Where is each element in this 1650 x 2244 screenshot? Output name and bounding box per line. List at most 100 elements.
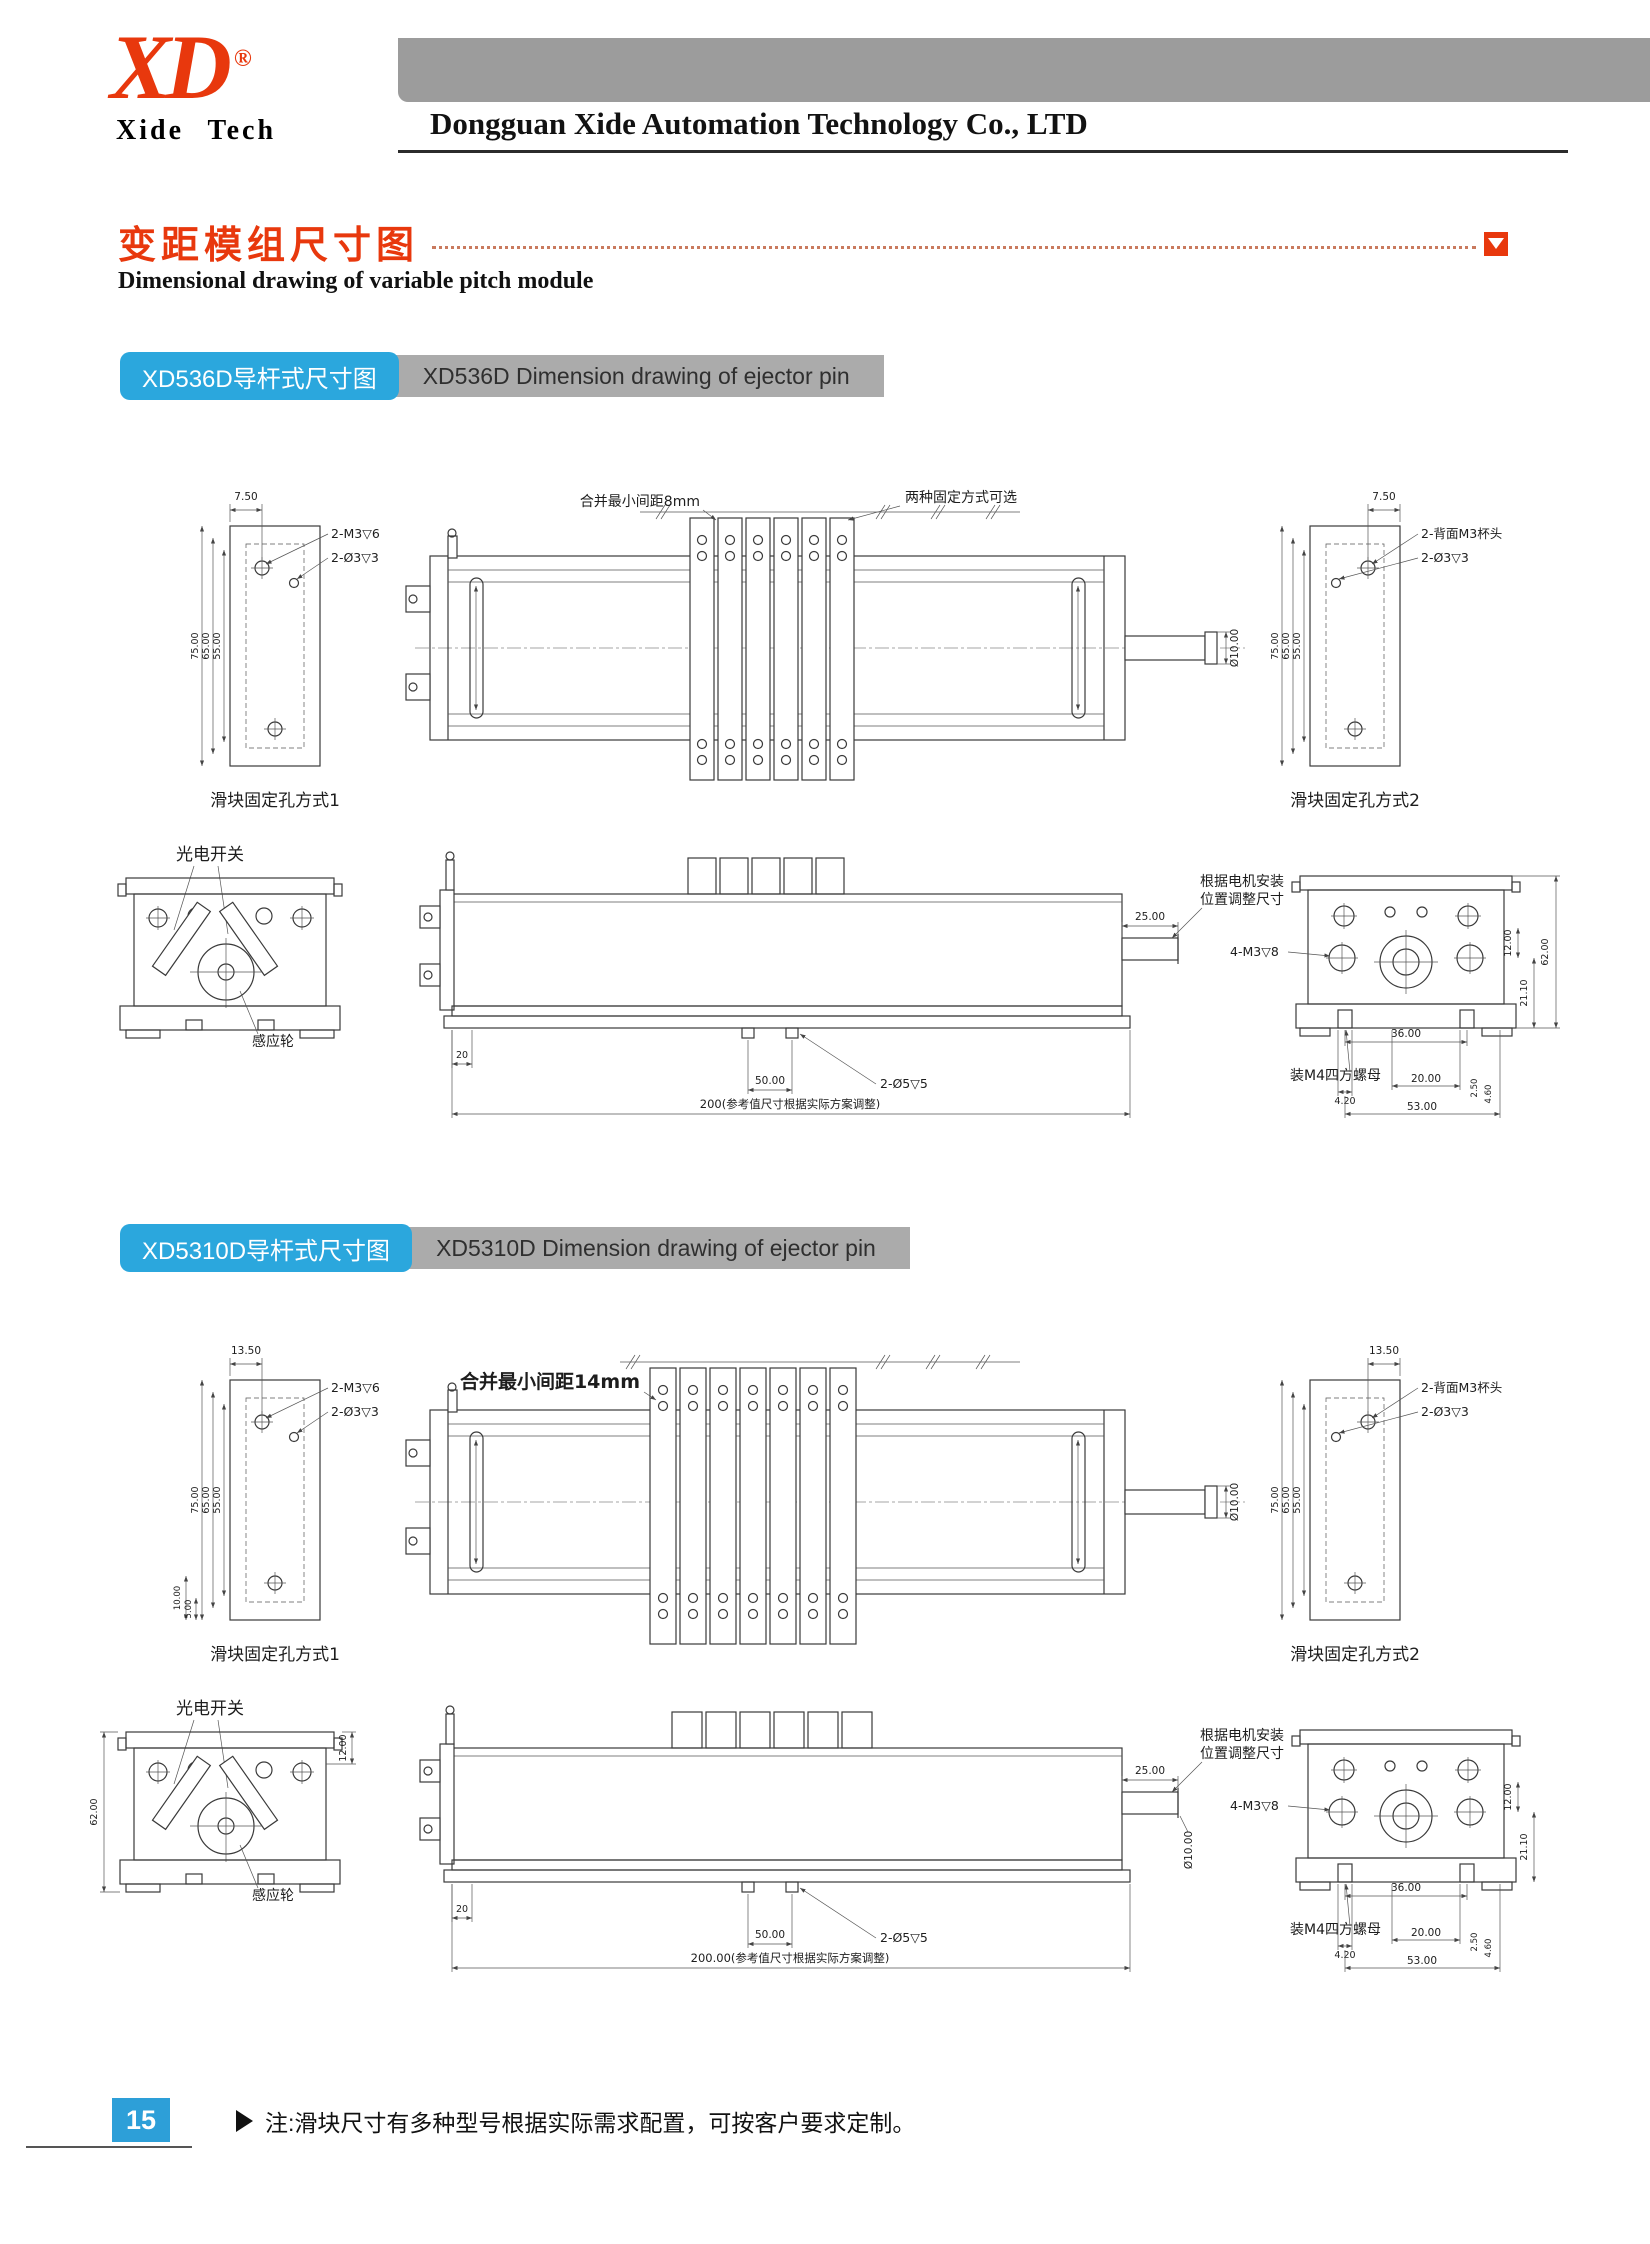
footer-rule	[26, 2146, 192, 2148]
dim-label: 25.00	[1135, 1765, 1165, 1777]
dim-label: 12.00	[1503, 1783, 1514, 1810]
view-caption: 滑块固定孔方式2	[1290, 1645, 1420, 1665]
s2-module-top-view: 合并最小间距14mm Ø10.00	[405, 1354, 1245, 1645]
technical-drawing-xd5310d: 13.50 2-M3▽6 2-Ø3▽3 75.00 65.00 55.00 10…	[89, 1345, 1537, 1972]
callout-label: 4-M3▽8	[1230, 1798, 1279, 1813]
section2-heading: XD5310D Dimension drawing of ejector pin	[406, 1227, 910, 1269]
dim-label: 75.00	[190, 632, 201, 659]
dim-label: 21.10	[1519, 979, 1530, 1006]
s2-side-view: 25.00 Ø10.00 根据电机安装 位置调整尺寸 20 50.00 2-Ø5…	[419, 1705, 1284, 1972]
dim-label: Ø10.00	[1229, 1483, 1241, 1521]
dim-label: 75.00	[190, 1486, 201, 1513]
s2-front-view: 光电开关 感应轮 62.00 12.00	[89, 1699, 356, 1904]
section2-header: XD5310D导杆式尺寸图 XD5310D Dimension drawing …	[120, 1224, 910, 1272]
page-title-cn: 变距模组尺寸图	[118, 225, 420, 267]
footer-note-text: 注:滑块尺寸有多种型号根据实际需求配置，可按客户要求定制。	[265, 2110, 916, 2136]
dim-label: 20.00	[1411, 1927, 1441, 1939]
dim-label: 7.50	[1372, 491, 1395, 503]
footer-note: 注:滑块尺寸有多种型号根据实际需求配置，可按客户要求定制。	[236, 2104, 915, 2138]
dim-label: 36.00	[1391, 1028, 1421, 1040]
photo-switch-label: 光电开关	[176, 1699, 244, 1719]
callout-label: 2-Ø3▽3	[1421, 1404, 1469, 1419]
dim-label: 5.00	[184, 1600, 194, 1619]
dim-label: 12.00	[1503, 929, 1514, 956]
logo-main: XD	[110, 16, 232, 118]
company-name: Dongguan Xide Automation Technology Co.,…	[430, 106, 1088, 141]
dim-label: 10.00	[173, 1586, 183, 1610]
s1-slider-plate-view-1: 7.50 2-M3▽6 2-Ø3▽3 75.00 65.00 55.00 滑块固…	[190, 491, 380, 811]
dim-label: 200(参考值尺寸根据实际方案调整)	[700, 1097, 880, 1111]
dim-label: 25.00	[1135, 911, 1165, 923]
dim-label: 2.50	[1470, 1933, 1480, 1952]
section1-badge: XD536D导杆式尺寸图	[120, 352, 399, 400]
callout-label: 2-Ø3▽3	[331, 1404, 379, 1419]
s1-rear-view: 4-M3▽8 36.00 62.00 21.10 12.00 装M4四方螺母 4…	[1230, 875, 1560, 1118]
registered-mark-icon: ®	[233, 46, 252, 73]
dim-label: 55.00	[212, 632, 223, 659]
motor-note-line2: 位置调整尺寸	[1200, 892, 1284, 908]
header-rule	[398, 150, 1568, 153]
dim-label: 65.00	[1281, 1486, 1292, 1513]
fixing-note-label: 两种固定方式可选	[905, 490, 1017, 506]
dim-label: 12.00	[338, 1734, 349, 1761]
section1-header: XD536D导杆式尺寸图 XD536D Dimension drawing of…	[120, 352, 884, 400]
dim-label: 50.00	[755, 1075, 785, 1087]
dim-label: 53.00	[1407, 1955, 1437, 1967]
nut-note-label: 装M4四方螺母	[1290, 1068, 1381, 1084]
dim-label: 65.00	[1281, 632, 1292, 659]
s1-front-view: 光电开关 感应轮	[117, 845, 343, 1050]
dim-label: 55.00	[212, 1486, 223, 1513]
dim-label: 55.00	[1292, 1486, 1303, 1513]
callout-label: 2-背面M3杯头	[1421, 526, 1502, 541]
company-logo: XD® Xide Tech	[110, 21, 380, 147]
dim-label: 2.50	[1470, 1079, 1480, 1098]
view-caption: 滑块固定孔方式1	[210, 791, 340, 811]
s1-side-view: 25.00 根据电机安装 位置调整尺寸 20 50.00 2-Ø5▽5 200(…	[419, 851, 1284, 1118]
dim-label: 4.60	[1484, 1085, 1494, 1104]
view-caption: 滑块固定孔方式1	[210, 1645, 340, 1665]
dim-label: 4.60	[1484, 1939, 1494, 1958]
s1-slider-plate-view-2: 7.50 2-背面M3杯头 2-Ø3▽3 75.00 65.00 55.00 滑…	[1270, 491, 1502, 811]
dim-label: 75.00	[1270, 1486, 1281, 1513]
dim-label: 50.00	[755, 1929, 785, 1941]
dim-label: 20.00	[1411, 1073, 1441, 1085]
logo-xd-text: XD®	[110, 21, 380, 113]
dim-label: 55.00	[1292, 632, 1303, 659]
s2-slider-plate-view-1: 13.50 2-M3▽6 2-Ø3▽3 75.00 65.00 55.00 10…	[173, 1345, 380, 1665]
callout-label: 2-Ø5▽5	[880, 1930, 928, 1945]
motor-note-line2: 位置调整尺寸	[1200, 1746, 1284, 1762]
merge-note-label: 合并最小间距8mm	[580, 494, 700, 510]
callout-label: 4-M3▽8	[1230, 944, 1279, 959]
callout-label: 2-Ø3▽3	[1421, 550, 1469, 565]
s2-rear-view: 4-M3▽8 36.00 21.10 12.00 装M4四方螺母 4.20 20…	[1230, 1729, 1537, 1972]
technical-drawing-xd536d: 7.50 2-M3▽6 2-Ø3▽3 75.00 65.00 55.00 滑块固…	[117, 490, 1560, 1118]
nut-note-label: 装M4四方螺母	[1290, 1922, 1381, 1938]
s2-slider-plate-view-2: 13.50 2-背面M3杯头 2-Ø3▽3 75.00 65.00 55.00 …	[1270, 1345, 1502, 1665]
dim-label: 62.00	[1540, 938, 1551, 965]
dim-label: 20	[456, 1904, 468, 1915]
dim-label: 13.50	[1369, 1345, 1399, 1357]
motor-note-line1: 根据电机安装	[1200, 1728, 1284, 1744]
dim-label: Ø10.00	[1183, 1831, 1195, 1869]
section2-badge: XD5310D导杆式尺寸图	[120, 1224, 413, 1272]
title-dotted-line	[432, 246, 1476, 249]
dim-label: 62.00	[89, 1798, 100, 1825]
page-number-badge: 15	[112, 2098, 170, 2142]
note-arrow-icon	[236, 2110, 253, 2132]
sensor-wheel-label: 感应轮	[252, 1887, 294, 1904]
dim-label: 7.50	[234, 491, 257, 503]
header-banner	[398, 38, 1650, 102]
view-caption: 滑块固定孔方式2	[1290, 791, 1420, 811]
motor-note-line1: 根据电机安装	[1200, 874, 1284, 890]
dim-label: 13.50	[231, 1345, 261, 1357]
dim-label: 65.00	[201, 1486, 212, 1513]
callout-label: 2-M3▽6	[331, 1380, 380, 1395]
dim-label: 65.00	[201, 632, 212, 659]
dim-label: 53.00	[1407, 1101, 1437, 1113]
photo-switch-label: 光电开关	[176, 845, 244, 865]
dim-label: 75.00	[1270, 632, 1281, 659]
section-marker-icon	[1484, 232, 1508, 256]
section1-heading: XD536D Dimension drawing of ejector pin	[392, 355, 884, 397]
dim-label: Ø10.00	[1229, 629, 1241, 667]
s2-ejector-plate-stack	[649, 1367, 857, 1645]
